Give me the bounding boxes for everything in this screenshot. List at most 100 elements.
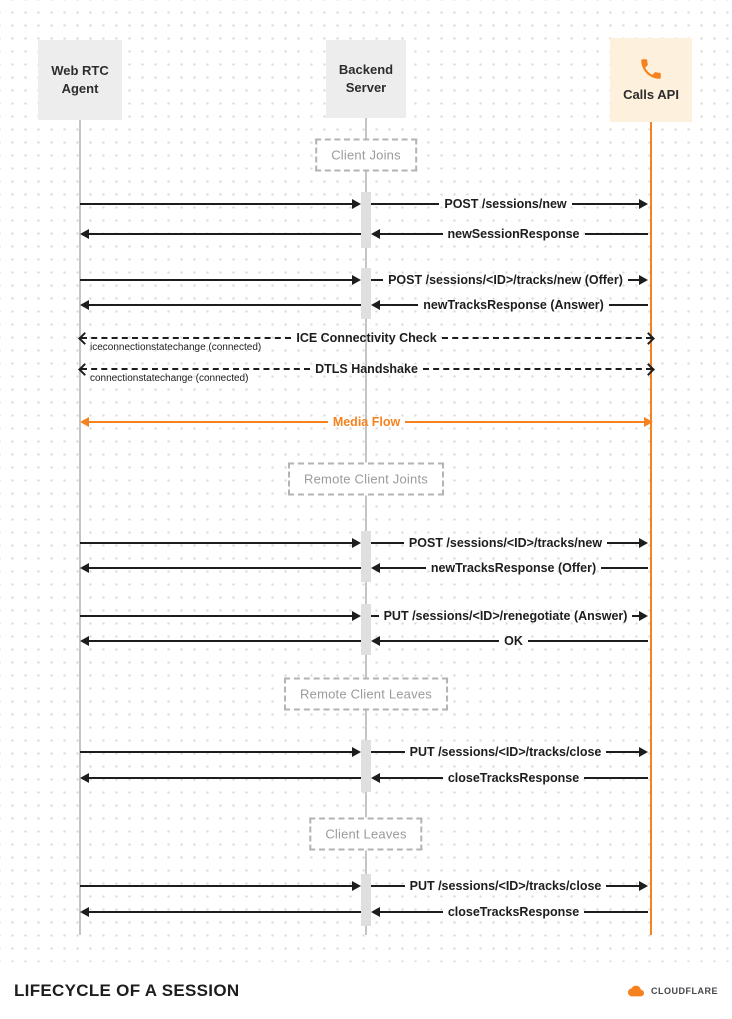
message-left-segment — [80, 225, 361, 243]
message-left-segment — [80, 743, 361, 761]
message-line — [571, 203, 641, 205]
arrowhead-l — [78, 331, 91, 345]
message-label: DTLS Handshake — [315, 361, 418, 376]
message-right-segment: newTracksResponse (Offer) — [371, 559, 648, 577]
message-line — [607, 542, 640, 544]
arrowhead-r — [639, 881, 648, 891]
message-line — [371, 279, 384, 281]
message-line — [81, 368, 311, 370]
activation-bar — [361, 740, 371, 792]
arrowhead-r — [642, 362, 655, 376]
phone-icon — [638, 56, 664, 82]
message-label: PUT /sessions/<ID>/tracks/close — [409, 878, 602, 893]
message-label: POST /sessions/new — [444, 196, 567, 211]
message-label: Media Flow — [332, 414, 401, 429]
message-label: PUT /sessions/<ID>/renegotiate (Answer) — [383, 608, 628, 623]
message-line — [584, 911, 649, 913]
message-left-segment — [80, 195, 361, 213]
message-left-segment — [80, 903, 361, 921]
message-line — [606, 751, 640, 753]
actor-backend: Backend Server — [326, 40, 406, 118]
message-line — [601, 567, 648, 569]
event-sublabel: connectionstatechange (connected) — [90, 373, 249, 384]
message-label: newTracksResponse (Answer) — [423, 297, 604, 312]
arrowhead-r — [639, 275, 648, 285]
message-left-segment — [80, 877, 361, 895]
message-line — [80, 203, 353, 205]
message-right-segment: PUT /sessions/<ID>/tracks/close — [371, 743, 648, 761]
message-label: closeTracksResponse — [447, 770, 580, 785]
actor-label: Web RTC Agent — [51, 62, 109, 96]
message-right-segment: newSessionResponse — [371, 225, 648, 243]
message-line — [371, 885, 405, 887]
message-label: ICE Connectivity Check — [296, 330, 437, 345]
group-label: Remote Client Joints — [288, 462, 444, 496]
message-line — [606, 885, 640, 887]
message-left-segment — [80, 559, 361, 577]
message-right-segment: POST /sessions/new — [371, 195, 649, 213]
activation-bar — [361, 604, 371, 655]
actor-label: Backend Server — [338, 61, 394, 95]
cloudflare-wordmark: CLOUDFLARE — [651, 985, 718, 996]
actor-calls: Calls API — [610, 38, 692, 122]
message-line — [379, 567, 426, 569]
lifeline-backend — [365, 118, 367, 935]
message-line — [627, 279, 640, 281]
actor-webrtc: Web RTC Agent — [38, 40, 122, 120]
activation-bar — [361, 531, 371, 582]
media-flow-message: Media Flow — [80, 413, 653, 431]
page-title: LIFECYCLE OF A SESSION — [14, 980, 240, 1000]
footer: LIFECYCLE OF A SESSION CLOUDFLARE — [0, 962, 732, 1019]
message-line — [88, 421, 328, 423]
message-label: newSessionResponse — [447, 226, 580, 241]
message-left-segment — [80, 632, 361, 650]
message-line — [81, 337, 292, 339]
message-line — [608, 304, 648, 306]
message-right-segment: closeTracksResponse — [371, 903, 649, 921]
cloudflare-cloud-icon — [628, 985, 644, 996]
message-label: OK — [504, 633, 523, 648]
message-line — [371, 615, 379, 617]
dashed-message: DTLS Handshake — [78, 360, 655, 378]
message-line — [88, 911, 361, 913]
arrowhead-l — [80, 300, 89, 310]
message-right-segment: OK — [371, 632, 648, 650]
arrowhead-r — [642, 331, 655, 345]
lifeline-webrtc — [79, 120, 81, 935]
message-right-segment: PUT /sessions/<ID>/tracks/close — [371, 877, 648, 895]
arrowhead-r — [352, 747, 361, 757]
message-line — [584, 233, 648, 235]
arrowhead-r — [352, 199, 361, 209]
arrowhead-l — [80, 907, 89, 917]
message-left-segment — [80, 296, 361, 314]
message-line — [379, 911, 443, 913]
message-line — [422, 368, 652, 370]
arrowhead-r — [639, 538, 648, 548]
message-line — [405, 421, 645, 423]
message-line — [88, 640, 361, 642]
arrowhead-l — [371, 773, 380, 783]
arrowhead-r — [639, 611, 649, 621]
message-line — [80, 615, 353, 617]
message-line — [379, 640, 500, 642]
activation-bar — [361, 268, 371, 319]
message-line — [88, 233, 361, 235]
message-line — [371, 203, 440, 205]
message-right-segment: POST /sessions/<ID>/tracks/new — [371, 534, 648, 552]
message-label: newTracksResponse (Offer) — [430, 560, 597, 575]
arrowhead-l — [80, 636, 89, 646]
arrowhead-r — [352, 275, 361, 285]
message-line — [379, 233, 443, 235]
message-left-segment — [80, 607, 361, 625]
actor-label: Calls API — [623, 86, 679, 102]
message-label: closeTracksResponse — [447, 904, 580, 919]
message-line — [80, 279, 353, 281]
message-label: POST /sessions/<ID>/tracks/new (Offer) — [388, 272, 623, 287]
arrowhead-r — [352, 611, 361, 621]
activation-bar — [361, 874, 371, 926]
message-line — [80, 542, 353, 544]
arrowhead-r — [352, 538, 361, 548]
message-line — [632, 615, 641, 617]
group-label: Client Leaves — [309, 817, 423, 851]
